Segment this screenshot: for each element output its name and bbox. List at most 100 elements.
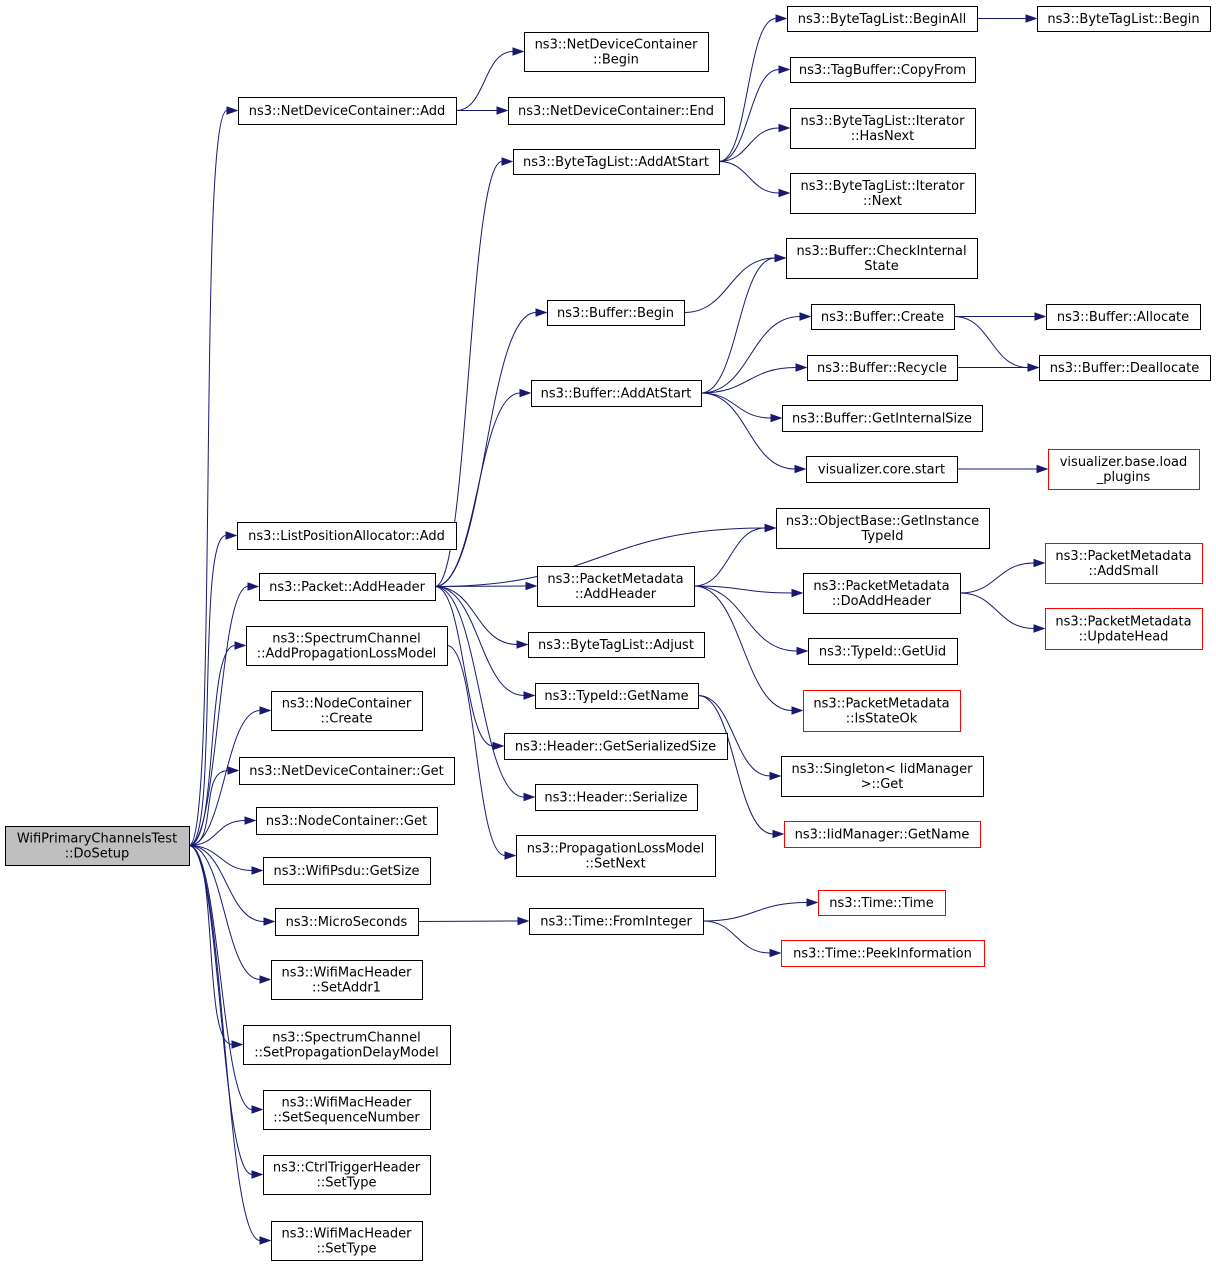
node-ndc-add[interactable]: ns3::NetDeviceContainer::Add: [238, 97, 457, 125]
node-label-line: ns3::IidManager::GetName: [795, 828, 970, 843]
node-time-time[interactable]: ns3::Time::Time: [818, 890, 946, 916]
node-iid-get-name[interactable]: ns3::IidManager::GetName: [784, 821, 981, 848]
edge-viz-start-to-viz-load: [957, 464, 1049, 474]
node-label-line: ns3::TypeId::GetUid: [819, 645, 946, 660]
node-btli-has-next[interactable]: ns3::ByteTagList::Iterator::HasNext: [790, 108, 976, 149]
node-btl-begin-all[interactable]: ns3::ByteTagList::BeginAll: [787, 6, 978, 32]
node-buf-allocate[interactable]: ns3::Buffer::Allocate: [1046, 304, 1201, 330]
edge-btl-add-at-start-to-tb-copy-from: [718, 65, 791, 162]
edge-ndc-add-to-ndc-begin: [455, 47, 525, 111]
edge-pkt-add-header-to-hdr-serialize: [434, 586, 536, 802]
edge-pm-add-header-to-pm-do-add-header: [693, 585, 804, 598]
node-label-line: ::DoSetup: [65, 847, 130, 862]
node-tid-get-uid[interactable]: ns3::TypeId::GetUid: [808, 638, 958, 665]
edge-buf-add-at-start-to-buf-get-int-size: [700, 392, 783, 423]
node-btl-add-at-start[interactable]: ns3::ByteTagList::AddAtStart: [513, 149, 720, 175]
node-label-line: TypeId: [861, 529, 904, 544]
node-pm-add-header[interactable]: ns3::PacketMetadata::AddHeader: [537, 566, 695, 607]
node-root[interactable]: WifiPrimaryChannelsTest::DoSetup: [5, 826, 190, 866]
node-label-line: ns3::PacketMetadata: [1055, 549, 1191, 564]
node-ndc-end[interactable]: ns3::NetDeviceContainer::End: [508, 97, 725, 125]
edge-root-to-wmh-set-type: [188, 845, 272, 1245]
node-label-line: ::AddPropagationLossModel: [257, 647, 436, 662]
node-wmh-set-type[interactable]: ns3::WifiMacHeader::SetType: [271, 1221, 423, 1261]
node-sc-add-plm[interactable]: ns3::SpectrumChannel::AddPropagationLoss…: [246, 626, 448, 666]
node-set-seq[interactable]: ns3::WifiMacHeader::SetSequenceNumber: [263, 1090, 431, 1130]
node-buf-deallocate[interactable]: ns3::Buffer::Deallocate: [1039, 355, 1211, 381]
edge-pkt-add-header-to-btl-adjust: [434, 586, 529, 649]
node-ndc-begin[interactable]: ns3::NetDeviceContainer::Begin: [524, 32, 709, 72]
node-label-line: ns3::Buffer::Recycle: [817, 361, 947, 376]
node-btl-begin[interactable]: ns3::ByteTagList::Begin: [1037, 6, 1211, 32]
edge-btl-begin-all-to-btl-begin: [977, 14, 1038, 23]
node-viz-start[interactable]: visualizer.core.start: [806, 456, 958, 483]
node-time-from-int[interactable]: ns3::Time::FromInteger: [529, 908, 704, 935]
node-label-line: _plugins: [1096, 470, 1151, 485]
node-btl-adjust[interactable]: ns3::ByteTagList::Adjust: [528, 632, 705, 658]
node-label-line: ns3::PropagationLossModel: [527, 842, 705, 857]
node-label-line: ns3::Header::Serialize: [544, 791, 687, 806]
node-hdr-serialize[interactable]: ns3::Header::Serialize: [535, 784, 698, 811]
node-pm-update-head[interactable]: ns3::PacketMetadata::UpdateHead: [1045, 608, 1203, 650]
node-buf-get-int-size[interactable]: ns3::Buffer::GetInternalSize: [782, 405, 983, 432]
node-micro-sec[interactable]: ns3::MicroSeconds: [275, 908, 419, 936]
node-lpa-add[interactable]: ns3::ListPositionAllocator::Add: [237, 522, 457, 550]
node-hdr-get-size[interactable]: ns3::Header::GetSerializedSize: [504, 733, 728, 760]
node-buf-add-at-start[interactable]: ns3::Buffer::AddAtStart: [531, 380, 702, 407]
node-label-line: ns3::ByteTagList::BeginAll: [798, 12, 966, 27]
edge-buf-create-to-buf-deallocate: [953, 316, 1040, 372]
edge-pkt-add-header-to-btl-add-at-start: [434, 157, 514, 587]
node-pm-add-small[interactable]: ns3::PacketMetadata::AddSmall: [1045, 543, 1203, 584]
edge-tid-get-name-to-singleton-get: [697, 695, 782, 781]
node-label-line: ns3::TypeId::GetName: [544, 689, 688, 704]
node-label-line: ::IsStateOk: [846, 712, 918, 727]
node-set-addr1[interactable]: ns3::WifiMacHeader::SetAddr1: [271, 960, 423, 1000]
node-label-line: >::Get: [861, 777, 904, 792]
node-psdu-get-size[interactable]: ns3::WifiPsdu::GetSize: [263, 857, 431, 885]
node-btli-next[interactable]: ns3::ByteTagList::Iterator::Next: [790, 173, 976, 214]
node-label-line: ::SetSequenceNumber: [273, 1111, 420, 1126]
node-label-line: ns3::WifiMacHeader: [281, 966, 412, 981]
node-sc-set-pdm[interactable]: ns3::SpectrumChannel::SetPropagationDela…: [243, 1025, 451, 1065]
node-buf-create[interactable]: ns3::Buffer::Create: [811, 304, 955, 330]
edge-pm-add-header-to-ob-get-iti: [693, 523, 777, 587]
node-label-line: ns3::ByteTagList::Iterator: [801, 114, 966, 129]
node-ctrl-set-type[interactable]: ns3::CtrlTriggerHeader::SetType: [263, 1155, 431, 1195]
node-nc-get[interactable]: ns3::NodeContainer::Get: [256, 807, 438, 835]
node-label-line: ns3::ByteTagList::Adjust: [538, 638, 694, 653]
node-plm-set-next[interactable]: ns3::PropagationLossModel::SetNext: [516, 835, 716, 877]
node-pm-is-state-ok[interactable]: ns3::PacketMetadata::IsStateOk: [803, 690, 961, 732]
node-ndc-get[interactable]: ns3::NetDeviceContainer::Get: [239, 757, 455, 785]
node-buf-begin[interactable]: ns3::Buffer::Begin: [547, 300, 685, 326]
node-label-line: ns3::Buffer::Create: [821, 310, 944, 325]
node-tb-copy-from[interactable]: ns3::TagBuffer::CopyFrom: [790, 57, 976, 83]
node-time-peek[interactable]: ns3::Time::PeekInformation: [781, 940, 985, 967]
edge-btl-add-at-start-to-btl-begin-all: [718, 14, 788, 162]
call-nodes: WifiPrimaryChannelsTest::DoSetup ns3::Net…: [5, 6, 1211, 1261]
edge-btl-add-at-start-to-btli-has-next: [718, 123, 791, 162]
edge-root-to-nc-get: [188, 816, 257, 846]
node-pm-do-add-header[interactable]: ns3::PacketMetadata::DoAddHeader: [803, 573, 961, 614]
node-label-line: ns3::PacketMetadata: [1055, 615, 1191, 630]
node-label-line: ns3::ByteTagList::AddAtStart: [523, 155, 709, 170]
node-buf-recycle[interactable]: ns3::Buffer::Recycle: [807, 355, 958, 381]
edge-time-from-int-to-time-peek: [702, 920, 782, 958]
node-label-line: ::DoAddHeader: [832, 594, 932, 609]
node-label-line: ns3::SpectrumChannel: [272, 632, 420, 647]
node-tid-get-name[interactable]: ns3::TypeId::GetName: [535, 683, 699, 709]
node-label-line: ns3::ListPositionAllocator::Add: [248, 529, 445, 544]
node-label-line: ns3::NetDeviceContainer::Get: [249, 764, 444, 779]
edge-pkt-add-header-to-tid-get-name: [434, 586, 536, 700]
node-label-line: ns3::WifiMacHeader: [281, 1227, 412, 1242]
node-nc-create[interactable]: ns3::NodeContainer::Create: [271, 691, 423, 731]
node-label-line: ns3::WifiPsdu::GetSize: [274, 864, 420, 879]
node-label-line: ns3::NetDeviceContainer::Add: [249, 104, 446, 119]
node-label-line: State: [864, 259, 898, 274]
node-label-line: ns3::CtrlTriggerHeader: [273, 1161, 421, 1176]
node-label-line: ::Create: [321, 712, 373, 727]
node-viz-load[interactable]: visualizer.base.load_plugins: [1048, 449, 1200, 490]
node-pkt-add-header[interactable]: ns3::Packet::AddHeader: [259, 573, 436, 601]
node-singleton-get[interactable]: ns3::Singleton< IidManager>::Get: [781, 756, 984, 797]
